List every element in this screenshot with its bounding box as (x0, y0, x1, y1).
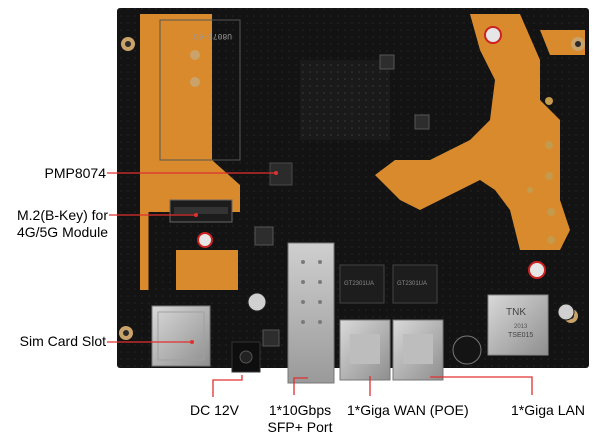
svg-text:TSE015: TSE015 (508, 332, 533, 339)
label-m2-line2: 4G/5G Module (16, 224, 108, 240)
capacitors (197, 26, 575, 321)
sim-card-slot (151, 305, 211, 367)
label-wan-poe: 1*Giga WAN (POE) (347, 402, 469, 418)
silkscreen-label: U8071-03 (193, 31, 232, 40)
svg-text:GT2301UA: GT2301UA (397, 281, 427, 287)
label-sfp-line1: 1*10Gbps (268, 402, 332, 418)
svg-text:GT2301UA: GT2301UA (344, 281, 374, 287)
sfp-cage (287, 242, 335, 384)
label-dc-12v: DC 12V (190, 402, 240, 418)
svg-text:TNK: TNK (506, 307, 526, 318)
poe-transformer (487, 294, 549, 356)
label-sfp-line2: SFP+ Port (267, 419, 333, 435)
standoffs (527, 97, 555, 244)
svg-text:2013: 2013 (514, 324, 528, 330)
callout-lines (107, 172, 533, 397)
pmp8074-chip (269, 162, 293, 186)
label-sim-card-slot: Sim Card Slot (19, 333, 106, 349)
label-pmp8074: PMP8074 (44, 165, 106, 181)
dc-jack (231, 341, 261, 373)
label-m2-line1: M.2(B-Key) for (16, 207, 108, 223)
bulk-capacitor (452, 335, 482, 365)
lan-transformer-left (339, 264, 385, 304)
inductors (254, 54, 430, 347)
label-lan: 1*Giga LAN (511, 402, 585, 418)
lan-transformer-right (392, 264, 438, 304)
copper-pours (140, 14, 585, 290)
